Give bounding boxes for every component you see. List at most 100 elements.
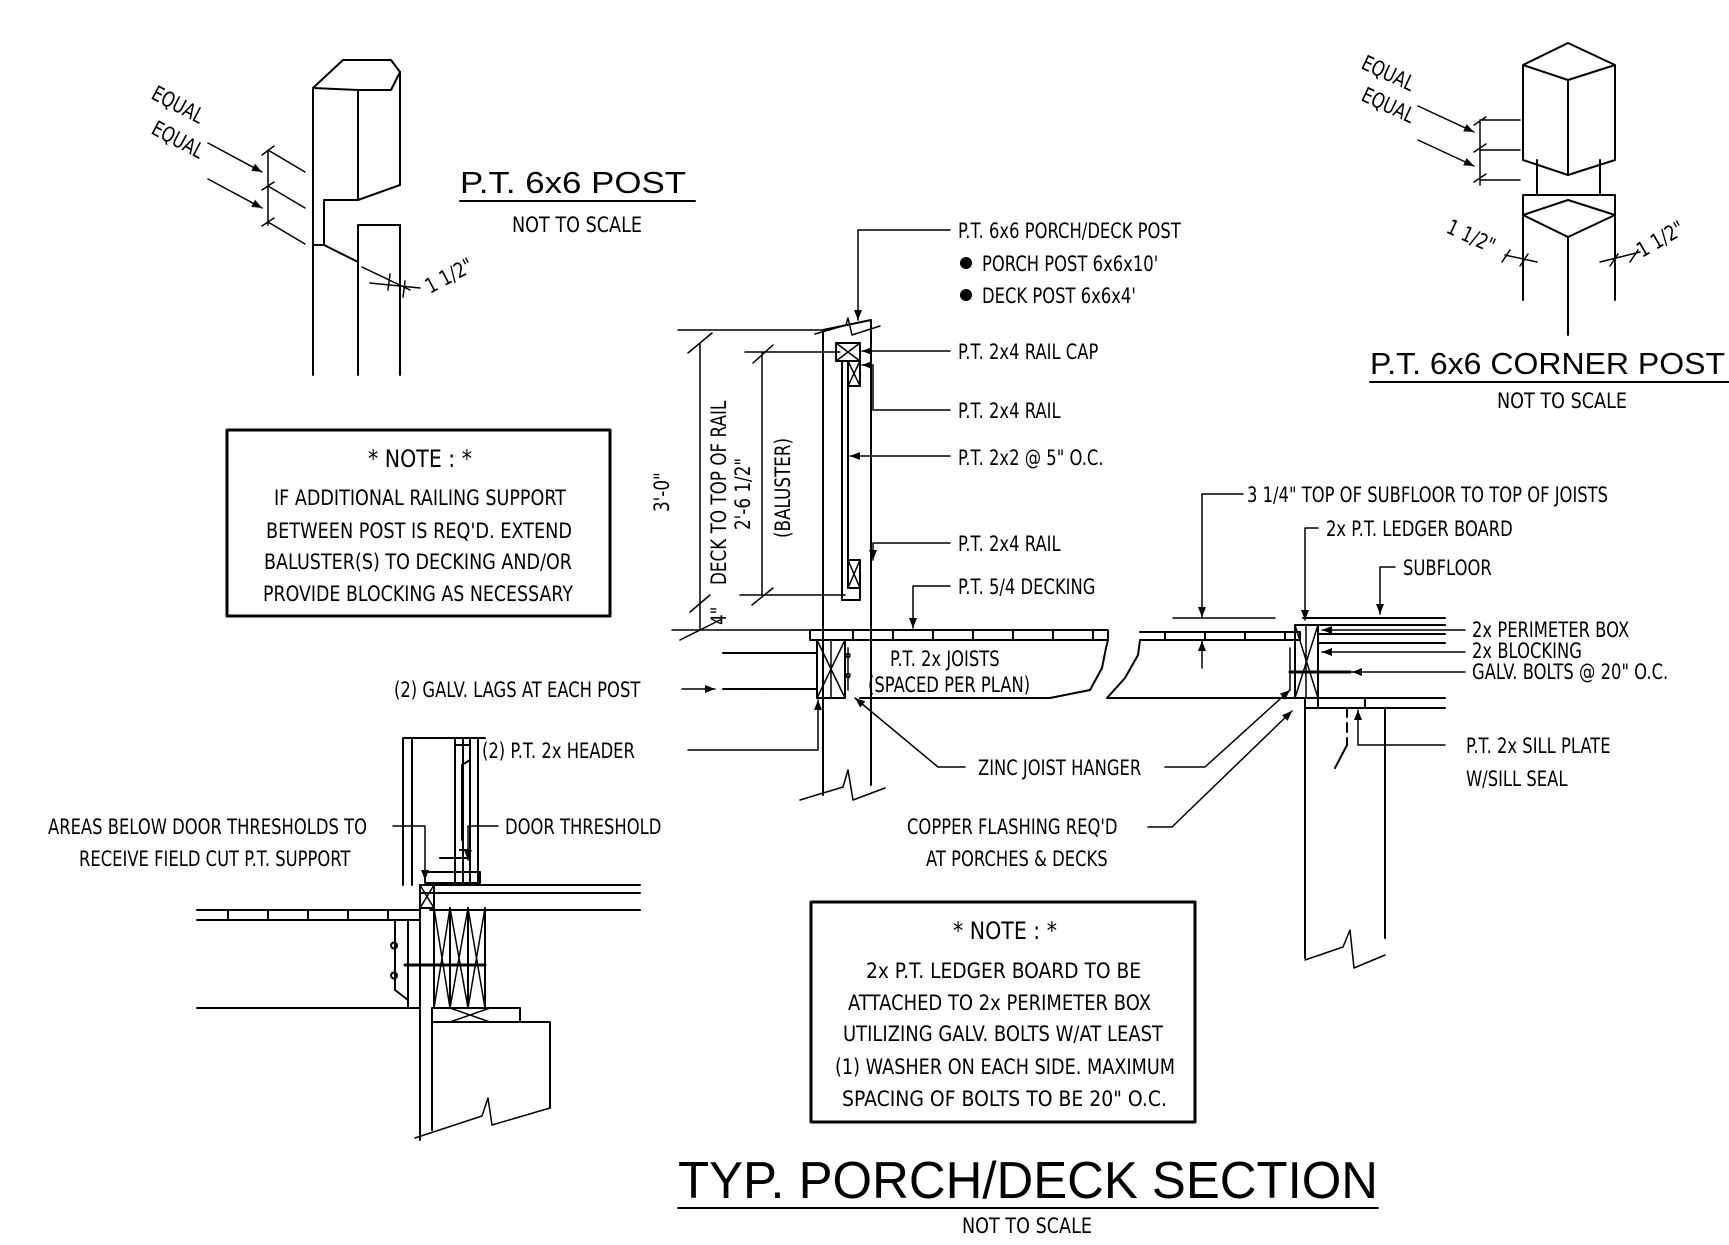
corner-post-cap [1522, 42, 1616, 176]
leader-sill-plate [1354, 709, 1446, 746]
leader-porch-post [854, 229, 951, 321]
ledger-board [1317, 624, 1446, 644]
exterior-decking [196, 909, 421, 921]
door-header-detail [196, 737, 641, 1141]
joist-right-end [1106, 639, 1296, 699]
label-ledger: 2x P.T. LEDGER BOARD [1326, 518, 1513, 541]
label-lags: (2) GALV. LAGS AT EACH POST [394, 679, 641, 702]
lower-foundation-break [414, 1097, 551, 1139]
bullet-porch-post [960, 257, 972, 269]
leader-rail-top [861, 361, 951, 411]
support-block-x [419, 884, 435, 909]
rail-cap-x [835, 342, 861, 362]
leader-joist-hanger-left [854, 697, 966, 768]
corner-notch-dims [1501, 249, 1641, 267]
sill-plate [1304, 697, 1366, 709]
post-notch [312, 184, 401, 263]
bottom-rail-x [847, 559, 861, 589]
dim-baluster-name: (BALUSTER) [771, 438, 795, 538]
label-joists-1: P.T. 2x JOISTS [890, 648, 1000, 671]
lower-sill-x [449, 1007, 491, 1023]
label-rail-top: P.T. 2x4 RAIL [958, 400, 1061, 423]
rim-board-lower-x [433, 907, 486, 1009]
label-rail-bottom: P.T. 2x4 RAIL [958, 533, 1061, 556]
overall-dim-line [677, 329, 831, 631]
post-equal-arrow-1 [207, 142, 263, 173]
note-2-line-1: 2x P.T. LEDGER BOARD TO BE [866, 959, 1141, 983]
header-wall [402, 737, 486, 886]
gap-dim-line [671, 594, 821, 641]
note-2-box: * NOTE : * 2x P.T. LEDGER BOARD TO BE AT… [809, 900, 1197, 1124]
note-1-line-1: IF ADDITIONAL RAILING SUPPORT [274, 486, 566, 510]
top-rail-x [847, 360, 861, 387]
main-title: TYP. PORCH/DECK SECTION [678, 1152, 1378, 1210]
note-1-heading: * NOTE : * [368, 445, 472, 473]
corner-post-detail: EQUAL EQUAL 1 1/2" 1 1/2" P.T. 6x6 CORNE… [1358, 42, 1729, 413]
note-1-border [225, 428, 612, 618]
main-title-scale: NOT TO SCALE [962, 1214, 1092, 1238]
label-blocking: 2x BLOCKING [1472, 640, 1582, 663]
label-flashing-1: COPPER FLASHING REQ'D [907, 816, 1118, 839]
top-rail [847, 360, 861, 387]
label-areas-below-1: AREAS BELOW DOOR THRESHOLDS TO [48, 816, 367, 839]
rim-joist-x [816, 639, 846, 699]
joist-left-end [859, 639, 1109, 699]
note-2-line-3: UTILIZING GALV. BOLTS W/AT LEAST [843, 1022, 1163, 1046]
note-1-line-4: PROVIDE BLOCKING AS NECESSARY [263, 582, 573, 606]
deck-framing [722, 493, 1446, 969]
post-top-cap [312, 59, 401, 91]
leader-header [687, 699, 822, 751]
post-lower-lines [822, 697, 872, 796]
note-2-line-5: SPACING OF BOLTS TO BE 20" O.C. [842, 1087, 1167, 1111]
label-subfloor: SUBFLOOR [1403, 557, 1492, 580]
corner-equal-dim [1473, 116, 1521, 186]
perimeter-box-x [1294, 624, 1319, 699]
label-deck-post: DECK POST 6x6x4' [982, 285, 1136, 308]
lower-sill [431, 1007, 521, 1023]
support-block [419, 884, 435, 909]
note-2-border [809, 900, 1197, 1124]
corner-notch-label-right: 1 1/2" [1633, 216, 1689, 262]
corner-equal-arrow-1 [1417, 105, 1475, 133]
corner-detail-title: P.T. 6x6 CORNER POST [1370, 346, 1725, 381]
joist-hanger-left [845, 647, 851, 691]
subfloor-lines [1302, 617, 1446, 626]
door-threshold [424, 857, 481, 884]
label-porch-deck-post: P.T. 6x6 PORCH/DECK POST [958, 220, 1181, 243]
leader-decking [909, 585, 951, 629]
corner-notch-label-left: 1 1/2" [1443, 215, 1499, 258]
leader-subfloor [1376, 566, 1396, 615]
rim-board-lower [407, 907, 486, 1011]
note-2-line-4: (1) WASHER ON EACH SIDE. MAXIMUM [835, 1055, 1175, 1079]
decking-right [1139, 631, 1301, 641]
post-body-upper [312, 71, 401, 201]
interior-floor [419, 884, 641, 911]
post-break-top [814, 317, 881, 336]
note-1-box: * NOTE : * IF ADDITIONAL RAILING SUPPORT… [225, 428, 612, 618]
label-header: (2) P.T. 2x HEADER [482, 740, 635, 763]
leader-rail-bottom [869, 542, 951, 561]
corner-detail-scale: NOT TO SCALE [1497, 389, 1627, 413]
post-detail-title: P.T. 6x6 POST [460, 165, 686, 200]
corner-equal-arrow-2 [1417, 139, 1475, 167]
label-flashing-2: AT PORCHES & DECKS [926, 848, 1108, 871]
post-notch-label: 1 1/2" [421, 254, 477, 299]
dim-gap-label: 4" [707, 607, 731, 625]
label-galv-bolts: GALV. BOLTS @ 20" O.C. [1472, 661, 1668, 684]
subfloor-dim [1172, 617, 1276, 641]
bottom-rail [847, 559, 861, 589]
note-1-line-3: BALUSTER(S) TO DECKING AND/OR [264, 550, 572, 574]
dim-overall-label: 3'-0" [650, 472, 674, 512]
note-1-line-2: BETWEEN POST IS REQ'D. EXTEND [266, 519, 572, 543]
lower-foundation [431, 1021, 551, 1131]
lower-hanger [390, 919, 409, 1001]
decking-left [809, 629, 1109, 641]
label-sill-plate-2: W/SILL SEAL [1466, 768, 1568, 791]
leader-joist-hanger-right [1164, 689, 1291, 768]
label-sill-plate-1: P.T. 2x SILL PLATE [1466, 735, 1611, 758]
label-baluster-spacing: P.T. 2x2 @ 5" O.C. [958, 447, 1104, 470]
label-decking: P.T. 5/4 DECKING [958, 576, 1095, 599]
label-door-threshold: DOOR THRESHOLD [505, 816, 661, 839]
